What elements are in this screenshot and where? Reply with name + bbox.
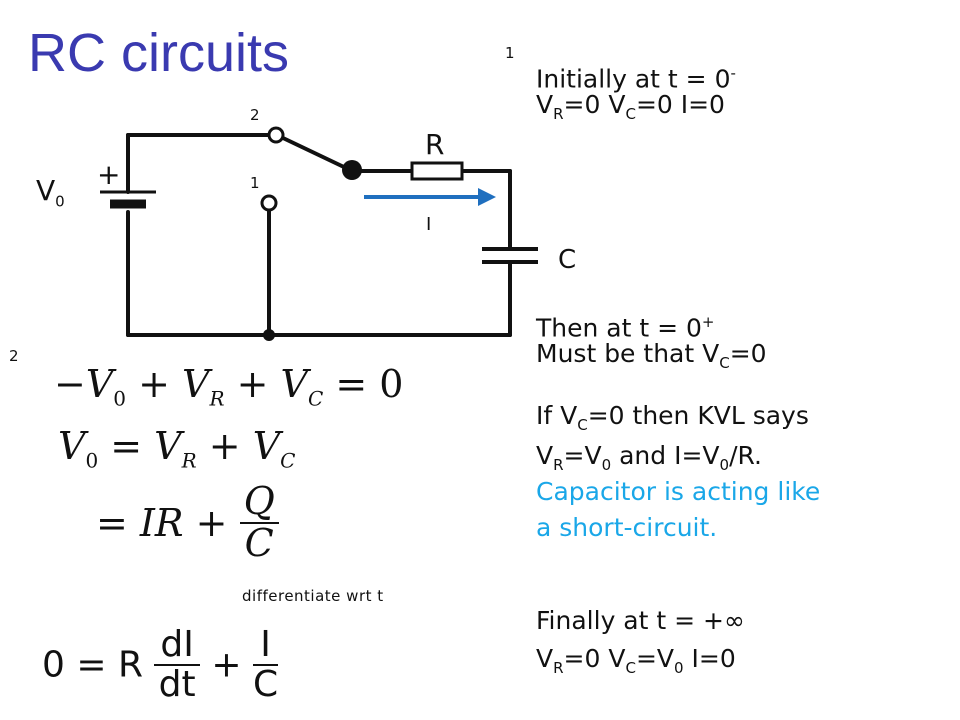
junction-node: [263, 329, 275, 341]
differentiate-note: differentiate wrt t: [242, 587, 384, 605]
battery-voltage-label: V0: [36, 174, 65, 211]
label-number-left: 2: [9, 347, 19, 365]
note-finally-line2: VR=0 VC=V0 I=0: [536, 644, 736, 677]
switch-pivot: [342, 160, 362, 180]
note-finally-line1: Finally at t = +∞: [536, 606, 745, 635]
capacitor-label: C: [558, 245, 577, 275]
note-kvl-line3: Capacitor is acting like: [536, 477, 821, 506]
label-switch-terminal-2: 2: [250, 106, 260, 124]
switch-terminal-2: [267, 126, 285, 144]
label-switch-terminal-1: 1: [250, 174, 260, 192]
battery-plus-sign: +: [97, 158, 121, 191]
current-label: I: [426, 214, 432, 235]
switch-arm: [281, 136, 348, 170]
resistor-label: R: [425, 128, 445, 161]
equation-kvl: −V0 + VR + VC = 0: [54, 362, 404, 411]
note-then-line1: Then at t = 0+: [536, 313, 715, 343]
page-title: RC circuits: [28, 23, 290, 83]
note-initially-line2: VR=0 VC=0 I=0: [536, 90, 725, 123]
equation-v0: V0 = VR + VC: [58, 424, 296, 473]
note-kvl-line2: VR=V0 and I=V0/R.: [536, 441, 762, 474]
note-kvl-line1: If VC=0 then KVL says: [536, 401, 809, 434]
resistor-symbol: [410, 161, 464, 181]
switch-terminal-1: [260, 194, 278, 212]
note-initially-line1: Initially at t = 0-: [536, 64, 736, 94]
note-then-line2: Must be that VC=0: [536, 339, 767, 372]
note-kvl-line4: a short-circuit.: [536, 513, 718, 542]
current-arrow-head: [478, 188, 496, 206]
label-number-top: 1: [505, 44, 515, 62]
